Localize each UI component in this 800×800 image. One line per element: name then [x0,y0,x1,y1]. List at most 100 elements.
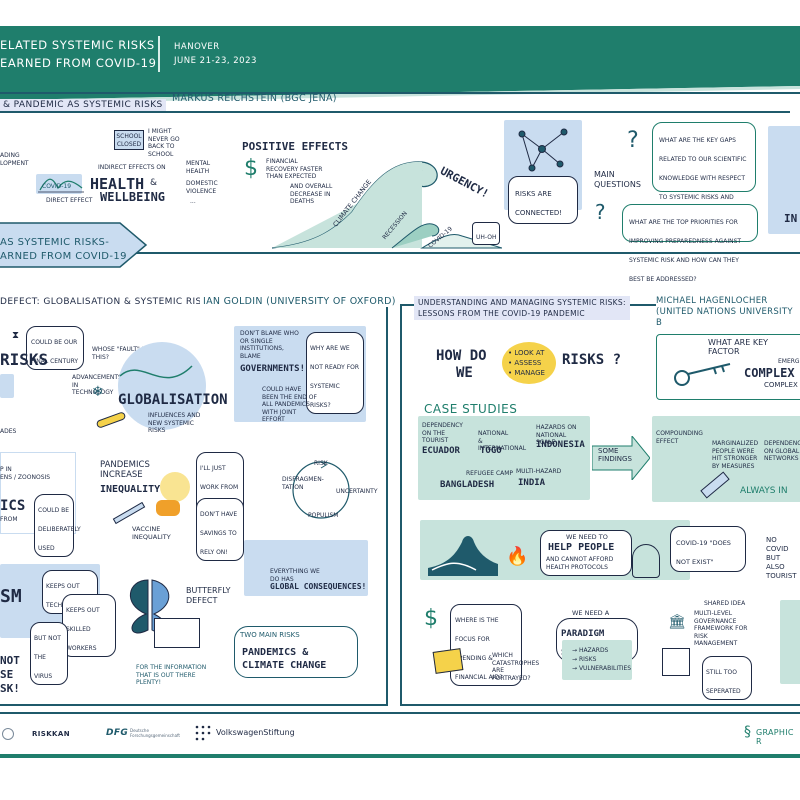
vaccine-inequality-note: VACCINE INEQUALITY [132,525,171,541]
top-panel [0,92,800,254]
dollar-sign-icon: $ [424,606,438,631]
indirect-effects-note: INDIRECT EFFECTS ON [98,164,166,171]
findings-box [652,416,800,502]
tourist-text: TOURIST [766,572,797,580]
covid-curve-icon [38,178,84,193]
whose-fault-note: WHOSE "FAULT" IS THIS? [92,346,148,361]
footer-line [0,712,800,714]
advancements-note: ADVANCEMENTS IN TECHNOLOGY [72,374,122,396]
wellbeing-heading: WELLBEING [100,190,166,204]
in-partial-label: IN [784,212,798,225]
health-heading: HEALTH [90,175,145,193]
dfg-logo: DFG [106,728,129,738]
keeps-out-workers-text: KEEPS OUT SKILLED WORKERS [66,607,100,652]
person-figure-icon [632,544,660,578]
positive-effects-heading: POSITIVE EFFECTS [242,140,348,153]
right-speaker-line2: (UNITED NATIONS UNIVERSITY B [656,307,793,328]
pandemics-climate-heading: PANDEMICS & CLIMATE CHANGE [242,646,326,672]
complex2-label: COMPLEX [764,381,798,389]
inequality-heading: INEQUALITY [100,484,161,495]
case-studies-box [418,416,590,500]
risks-heading: RISKS [0,350,49,369]
global-consequences-heading: GLOBAL CONSEQUENCES! [270,582,367,591]
climate-line: CLIMATE CHANGE [242,660,327,671]
butterfly-defect-label: BUTTERFLY DEFECT [186,586,231,605]
snowflake-icon: ❄ [92,384,104,400]
right-title-line2: LESSONS FROM THE COVID-19 PANDEMIC [418,309,585,318]
health-amp: & [150,178,158,188]
multi-hazard-note: MULTI-HAZARD [516,468,562,475]
risk-cycle-label: RISK [314,460,328,467]
india-label: INDIA [518,478,546,488]
we-need-a-note: WE NEED A [572,609,610,617]
everything-we-do-note: EVERYTHING WE DO HAS [270,568,320,583]
how-do-text: HOW DO [436,348,487,364]
always-in-label: ALWAYS IN [740,486,788,496]
person-icon [160,472,190,502]
look-assess-manage-list: • LOOK AT • ASSESS • MANAGE [508,348,545,378]
uh-oh-text: UH-OH [476,234,497,241]
look-at-item: • LOOK AT [508,349,545,357]
question2-text: WHAT ARE THE TOP PRIORITIES FOR IMPROVIN… [629,219,742,283]
still-separated-bubble: STILL TOO SEPERATED [702,656,752,700]
national-intl-note: NATIONAL & INTERNATIONAL [478,430,527,452]
focus-spending-bubble: WHERE IS THE FOCUS FOR SPENDING & FINANC… [450,604,522,686]
risks-item: RISKS [578,656,597,663]
dependency-global-note: DEPENDENCY ON GLOBAL NETWORKS [764,440,800,462]
no-savings-bubble: DON'T HAVE SAVINGS TO RELY ON! [196,498,244,561]
help-people-bubble [540,530,632,576]
why-not-ready-bubble: WHY ARE WE NOT READY FOR SYSTEMIC RISKS? [306,332,364,414]
two-main-risks-box [234,626,358,678]
case-studies-heading: CASE STUDIES [424,402,518,416]
still-separated-text: STILL TOO SEPERATED [706,669,741,695]
right-section-title: UNDERSTANDING AND MANAGING SYSTEMIC RISK… [414,296,630,320]
final-century-text: COULD BE OUR FINAL CENTURY [31,339,79,365]
assess-item: • ASSESS [508,359,542,367]
right-title-line1: UNDERSTANDING AND MANAGING SYSTEMIC RISK… [418,298,626,307]
left-section-title: defect: globalisation & systemic risk [0,297,212,307]
ades-note: ADES [0,428,17,435]
sk-text: SK! [0,682,20,695]
covid-not-exist-bubble: COVID-19 "DOES NOT EXIST" [670,526,746,572]
question-mark-icon-2: ? [594,200,607,224]
shared-idea-note: SHARED IDEA [704,600,746,607]
marginalized-note: MARGINALIZED PEOPLE WERE HIT STRONGER BY… [712,440,759,470]
volkswagen-dots-icon [194,724,212,742]
school-closed-sign: SCHOOL CLOSED [114,130,144,150]
header-title-line2: earned from covid-19 [0,56,157,70]
footer-bottom-band [0,754,800,758]
header-location: HANOVER [174,42,220,52]
emerg-label: EMERG [778,358,800,365]
dfg-subtitle: Deutsche Forschungsgemeinschaft [130,728,180,738]
focus-spending-text: WHERE IS THE FOCUS FOR SPENDING & FINANC… [455,617,503,681]
sm-heading: SM [0,586,22,607]
not-virus-bubble: BUT NOT THE VIRUS [30,622,68,685]
from-note: FROM [0,516,18,523]
help-people-heading: HELP PEOPLE [548,542,615,553]
we-text: WE [456,365,473,381]
graphic-logo-text: GRAPHIC R [756,728,794,746]
some-findings-label: SOME FINDINGS [598,447,632,463]
top-speaker: MARKUS REICHSTEIN (BGC JENA) [172,93,337,104]
question2-bubble: WHAT ARE THE TOP PRIORITIES FOR IMPROVIN… [622,204,758,283]
disaster-illustration [428,536,498,576]
not-virus-text: BUT NOT THE VIRUS [34,635,61,680]
governments-heading: GOVERNMENTS! [240,364,306,374]
globalisation-heading: GLOBALISATION [118,392,228,408]
uncertainty-label: UNCERTAINTY [336,488,378,495]
bangladesh-label: BANGLADESH [440,480,495,490]
network-icon [518,128,568,172]
right-edge-box [768,126,800,234]
header-title: elated systemic risks earned from covid-… [0,36,157,72]
how-do-we-heading: HOW DO WE [436,348,487,382]
no-covid-text: NO COVID [766,536,789,553]
banner-line2: arned from covid-19 [0,251,127,262]
header-meta: HANOVER JUNE 21-23, 2023 [174,40,257,68]
global-consequences-box [244,540,368,596]
key-factors-label: WHAT ARE KEY FACTOR [708,338,769,356]
why-not-ready-text: WHY ARE WE NOT READY FOR SYSTEMIC RISKS? [310,345,360,409]
book-icon [154,618,200,648]
deliberately-text: COULD BE DELIBERATELY USED [38,507,81,552]
question-mark-icon: ? [626,128,640,153]
not-text: NOT [0,654,20,667]
